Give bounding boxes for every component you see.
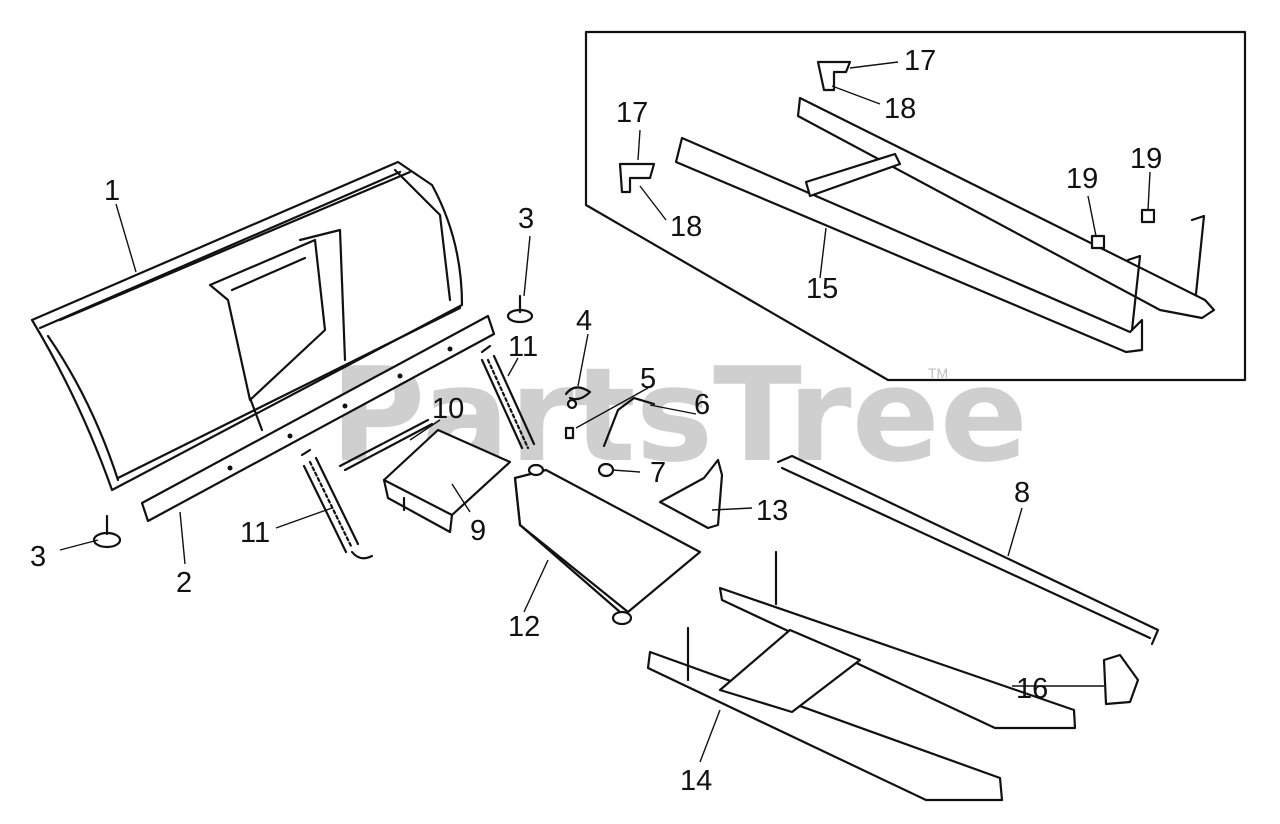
pivot-plate: [382, 428, 512, 534]
pin-clip: [564, 386, 592, 410]
spring-right: [480, 344, 536, 450]
u-bracket-right: [816, 60, 852, 92]
skid-shoe-top: [506, 294, 534, 324]
pivot-rod: [338, 418, 430, 468]
callout-1: 1: [104, 175, 120, 207]
callout-11-bottom: 11: [240, 517, 270, 549]
callout-8: 8: [1014, 477, 1030, 509]
callout-9: 9: [470, 515, 486, 547]
spring-pin: [564, 426, 575, 440]
callout-18-right: 18: [884, 93, 916, 125]
leader-lines: [59, 61, 1151, 763]
angle-bracket: [658, 458, 724, 530]
callout-19-right: 19: [1130, 143, 1162, 175]
handle-rod: [602, 396, 656, 448]
lift-rod: [776, 454, 1160, 646]
watermark-trademark: TM: [928, 365, 948, 381]
hinge-bracket: [1102, 653, 1140, 706]
callout-4: 4: [576, 305, 592, 337]
callout-19-left: 19: [1066, 163, 1098, 195]
skid-shoe-bottom: [92, 514, 122, 549]
push-frame: [646, 550, 1077, 802]
callout-5: 5: [640, 363, 656, 395]
main-frame: [674, 96, 1216, 354]
spring-left: [300, 448, 374, 560]
callout-18-left: 18: [670, 211, 702, 243]
callout-14: 14: [680, 765, 712, 797]
callout-17-left: 17: [616, 97, 648, 129]
nut: [597, 462, 615, 478]
u-bracket-left: [618, 162, 656, 194]
callout-15: 15: [806, 273, 838, 305]
callout-12: 12: [508, 611, 540, 643]
callout-6: 6: [694, 389, 710, 421]
callout-17-right: 17: [904, 45, 936, 77]
a-frame-mount: [513, 463, 702, 626]
callout-16: 16: [1016, 673, 1048, 705]
callout-2: 2: [176, 567, 192, 599]
plow-blade: [30, 160, 464, 492]
nut-19-right: [1140, 208, 1156, 224]
callout-3-top: 3: [518, 203, 534, 235]
callout-7: 7: [650, 457, 666, 489]
callout-10: 10: [432, 393, 464, 425]
callout-3-bottom: 3: [30, 541, 46, 573]
callout-13: 13: [756, 495, 788, 527]
callout-11-top: 11: [508, 331, 538, 363]
wear-bar: [140, 314, 496, 523]
inset-box: [584, 30, 1247, 382]
nut-19-left: [1090, 234, 1106, 250]
